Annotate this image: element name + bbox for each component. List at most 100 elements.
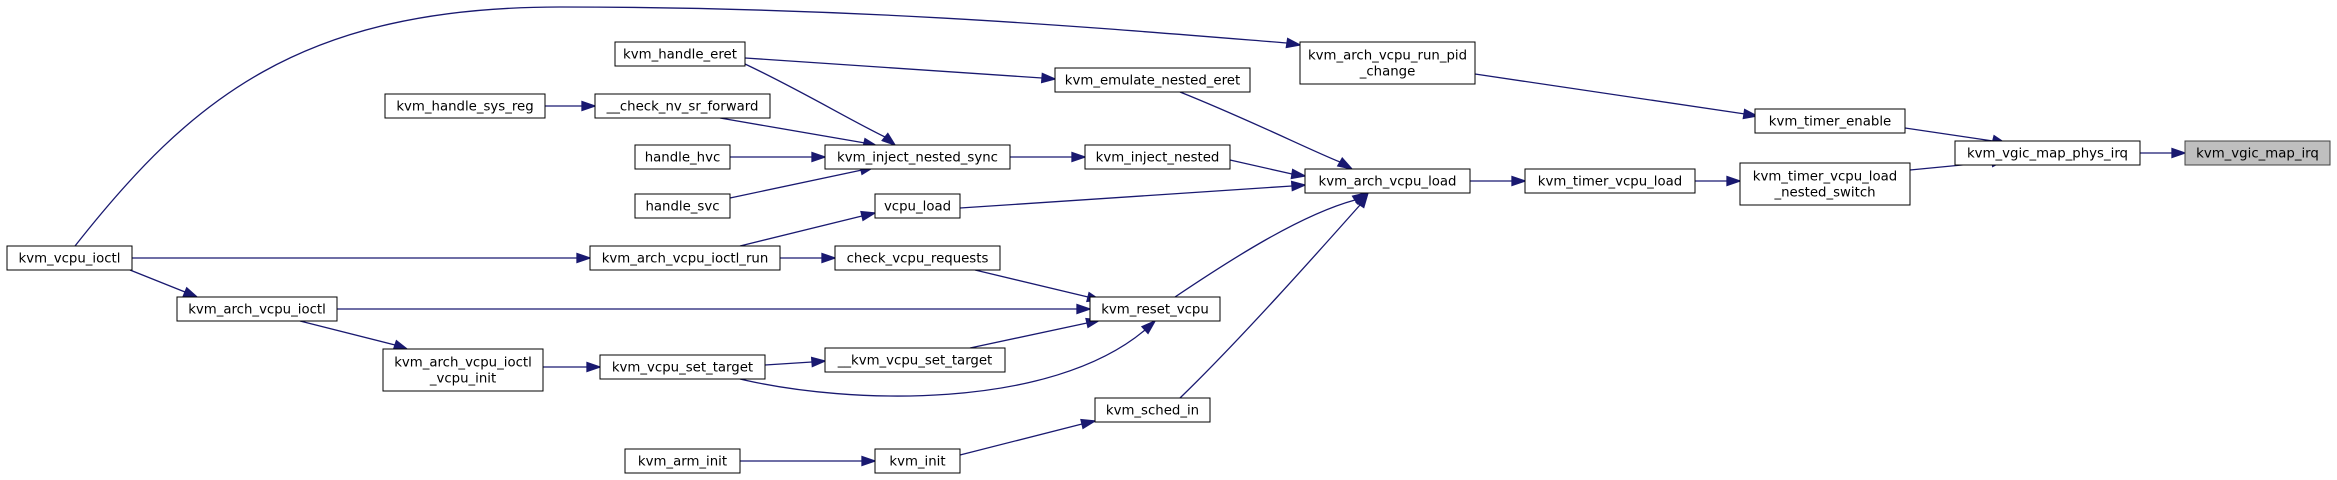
edge-kvm_arch_vcpu_ioctl_run-to-vcpu_load <box>739 210 877 247</box>
edge-kvm_init-to-kvm_sched_in <box>959 418 1097 456</box>
edge-line <box>1179 204 1361 399</box>
edge-__kvm_vcpu_set_target-to-kvm_reset_vcpu <box>969 317 1102 349</box>
node-kvm-timer-vcpu-load-nested-switch[interactable]: kvm_timer_vcpu_load_nested_switch <box>1739 162 1911 206</box>
node-kvm-inject-nested[interactable]: kvm_inject_nested <box>1084 144 1231 170</box>
node-kvm-inject-nested-sync[interactable]: kvm_inject_nested_sync <box>824 144 1011 170</box>
node-label: kvm_vcpu_set_target <box>612 361 753 376</box>
edge-kvm_arch_vcpu_run_pid_change-to-kvm_timer_enable <box>1474 73 1759 120</box>
node-check-vcpu-requests[interactable]: check_vcpu_requests <box>834 245 1001 271</box>
node-label: kvm_sched_in <box>1106 404 1199 419</box>
edge-arrowhead <box>1290 168 1307 180</box>
node-kvm-arm-init[interactable]: kvm_arm_init <box>624 448 741 474</box>
node-label: handle_hvc <box>645 151 721 166</box>
node-kvm-handle-eret[interactable]: kvm_handle_eret <box>614 41 746 67</box>
node-box <box>874 193 961 219</box>
edge-kvm_arch_vcpu_ioctl_vcpu_init-to-kvm_vcpu_set_target <box>543 361 602 373</box>
node-kvm-arch-vcpu-ioctl-vcpu-init[interactable]: kvm_arch_vcpu_ioctl_vcpu_init <box>382 348 544 392</box>
nodes-layer: kvm_vgic_map_irqkvm_vgic_map_phys_irqkvm… <box>6 41 2331 474</box>
node-box <box>1054 67 1251 93</box>
edge-__check_nv_sr_forward-to-kvm_inject_nested_sync <box>719 117 879 149</box>
node-box <box>1094 397 1211 423</box>
node-kvm-init[interactable]: kvm_init <box>874 448 961 474</box>
node-label: __kvm_vcpu_set_target <box>837 354 993 369</box>
node-kvm-arch-vcpu-run-pid-change[interactable]: kvm_arch_vcpu_run_pid_change <box>1299 41 1476 85</box>
node-kvm-vgic-map-phys-irq[interactable]: kvm_vgic_map_phys_irq <box>1954 140 2141 166</box>
node-box <box>874 448 961 474</box>
edge-line <box>719 117 866 144</box>
edge-kvm_inject_nested_sync-to-kvm_inject_nested <box>1010 151 1087 163</box>
edge-line <box>959 423 1083 456</box>
edge-line <box>299 320 396 346</box>
edge-line <box>1229 159 1293 175</box>
node-box <box>624 448 741 474</box>
node-kvm-emulate-nested-eret[interactable]: kvm_emulate_nested_eret <box>1054 67 1251 93</box>
edge-line <box>969 322 1088 349</box>
node-label: kvm_timer_enable <box>1769 115 1891 130</box>
edge-kvm_vcpu_ioctl-to-kvm_arch_vcpu_ioctl <box>129 269 199 298</box>
node-box <box>614 41 746 67</box>
node-label: kvm_vgic_map_irq <box>2196 147 2319 162</box>
node-box <box>834 245 1001 271</box>
node-kvm-sched-in[interactable]: kvm_sched_in <box>1094 397 1211 423</box>
edge-kvm_sched_in-to-kvm_arch_vcpu_load <box>1179 191 1370 399</box>
node-box <box>2184 140 2331 166</box>
edge-kvm_arch_vcpu_ioctl-to-kvm_reset_vcpu <box>337 303 1092 315</box>
node-kvm-reset-vcpu[interactable]: kvm_reset_vcpu <box>1089 296 1221 322</box>
node-label: kvm_arch_vcpu_run_pid <box>1308 49 1467 64</box>
node-kvm-arch-vcpu-ioctl[interactable]: kvm_arch_vcpu_ioctl <box>176 296 338 322</box>
edge-line <box>739 329 1146 397</box>
node-label: kvm_inject_nested_sync <box>837 151 998 166</box>
edge-kvm_vgic_map_phys_irq-to-kvm_vgic_map_irq <box>2140 147 2187 159</box>
edge-arrowhead <box>1290 180 1307 192</box>
node-label: kvm_handle_sys_reg <box>396 100 533 115</box>
node-label: kvm_arch_vcpu_ioctl <box>394 356 532 371</box>
node-label: kvm_timer_vcpu_load <box>1753 170 1897 185</box>
edge-kvm_arm_init-to-kvm_init <box>740 455 877 467</box>
edge-arrowhead <box>2171 147 2187 159</box>
node-label: handle_svc <box>645 200 719 215</box>
edge-arrowhead <box>1040 72 1057 84</box>
node-box <box>1084 144 1231 170</box>
node-box <box>589 245 781 271</box>
edge-arrowhead <box>576 252 592 264</box>
node-handle-hvc[interactable]: handle_hvc <box>634 144 731 170</box>
edge-check_vcpu_requests-to-kvm_reset_vcpu <box>974 269 1102 303</box>
node-box <box>176 296 338 322</box>
edge-kvm_vcpu_ioctl-to-kvm_arch_vcpu_ioctl_run <box>132 252 592 264</box>
edges-layer <box>74 6 2187 467</box>
edge-kvm_emulate_nested_eret-to-kvm_arch_vcpu_load <box>1179 91 1354 171</box>
node-kvm-vcpu-set-target[interactable]: __kvm_vcpu_set_target <box>824 347 1006 373</box>
edge-arrowhead <box>811 151 827 163</box>
node-kvm-handle-sys-reg[interactable]: kvm_handle_sys_reg <box>384 93 546 119</box>
node-kvm-vcpu-ioctl[interactable]: kvm_vcpu_ioctl <box>6 245 133 271</box>
edge-line <box>729 169 863 199</box>
edge-line <box>764 361 813 366</box>
node-box <box>1299 41 1476 85</box>
edge-line <box>959 185 1293 209</box>
edge-arrowhead <box>1080 418 1097 430</box>
node-check-nv-sr-forward[interactable]: __check_nv_sr_forward <box>594 93 771 119</box>
node-box <box>1739 162 1911 206</box>
edge-kvm_vcpu_set_target-to-kvm_reset_vcpu <box>739 319 1157 397</box>
node-label: kvm_arm_init <box>638 455 727 470</box>
node-kvm-timer-enable[interactable]: kvm_timer_enable <box>1754 108 1906 134</box>
edge-arrowhead <box>860 210 877 222</box>
node-kvm-timer-vcpu-load[interactable]: kvm_timer_vcpu_load <box>1524 168 1696 194</box>
node-kvm-vcpu-set-target[interactable]: kvm_vcpu_set_target <box>599 354 766 380</box>
node-label: __check_nv_sr_forward <box>606 100 759 115</box>
node-box <box>1954 140 2141 166</box>
node-box <box>634 193 731 219</box>
edge-arrowhead <box>810 356 827 368</box>
edge-kvm_arch_vcpu_ioctl-to-kvm_arch_vcpu_ioctl_vcpu_init <box>299 320 409 350</box>
edge-line <box>1174 199 1356 298</box>
node-kvm-arch-vcpu-load[interactable]: kvm_arch_vcpu_load <box>1304 168 1471 194</box>
node-label: kvm_reset_vcpu <box>1101 303 1209 318</box>
node-label: kvm_init <box>889 455 945 470</box>
node-box <box>824 347 1006 373</box>
node-vcpu-load[interactable]: vcpu_load <box>874 193 961 219</box>
edge-vcpu_load-to-kvm_arch_vcpu_load <box>959 180 1307 209</box>
node-kvm-arch-vcpu-ioctl-run[interactable]: kvm_arch_vcpu_ioctl_run <box>589 245 781 271</box>
node-box <box>1304 168 1471 194</box>
node-handle-svc[interactable]: handle_svc <box>634 193 731 219</box>
